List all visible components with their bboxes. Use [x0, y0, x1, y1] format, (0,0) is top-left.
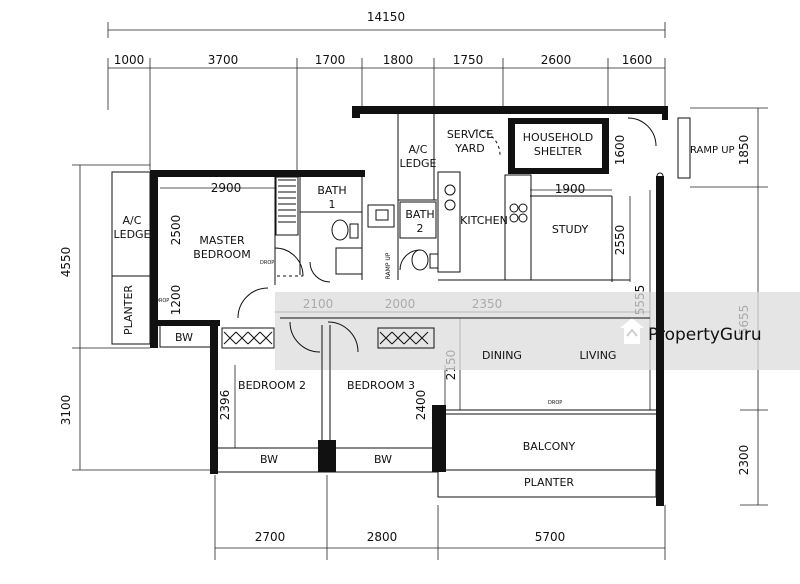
bath1-label-line1: BATH [317, 184, 346, 197]
dim-right-3: 2300 [737, 445, 751, 476]
bath2-label-line2: 2 [417, 222, 424, 235]
dim-bottom-3: 5700 [535, 530, 566, 544]
dim-top-3: 1700 [315, 53, 346, 67]
dimension-labels: 14150 1000 3700 1700 1800 1750 2600 1600… [59, 10, 751, 544]
drop-label-balcony: DROP [548, 400, 562, 406]
dim-master-lower: 1200 [169, 285, 183, 316]
ac-ledge-top-label-line1: A/C [409, 143, 428, 156]
toilet-icon [331, 219, 349, 241]
bw-bedroom2-label: BW [260, 453, 278, 466]
ramp-up-label: RAMP UP [690, 145, 735, 156]
service-yard-label-line2: YARD [454, 142, 485, 155]
dim-top-7: 1600 [622, 53, 653, 67]
dim-left-2: 3100 [59, 395, 73, 426]
bath1-label-line2: 1 [329, 198, 336, 211]
dim-right-1: 1850 [737, 135, 751, 166]
stove-burner-icon [518, 203, 528, 213]
service-yard-label-line1: SERVICE [447, 128, 493, 141]
dim-shelter-depth: 1600 [613, 135, 627, 166]
dim-master-width: 2900 [211, 181, 242, 195]
stove-burner-icon [509, 203, 519, 213]
wardrobe-icon [223, 331, 273, 345]
planter-bottom-label: PLANTER [524, 476, 574, 489]
drop-label-master: DROP [260, 260, 274, 266]
study-label: STUDY [552, 223, 589, 236]
toilet-icon [411, 249, 429, 271]
household-shelter-label-line2: SHELTER [534, 145, 582, 158]
dim-bottom-2: 2800 [367, 530, 398, 544]
sink-icon [444, 199, 456, 211]
bedroom2-label: BEDROOM 2 [238, 379, 306, 392]
ac-ledge-top-label-line2: LEDGE [399, 157, 436, 170]
dim-top-6: 2600 [541, 53, 572, 67]
dim-top-5: 1750 [453, 53, 484, 67]
dim-bedroom3-depth: 2400 [414, 390, 428, 421]
basin-icon [375, 209, 389, 221]
door-swings [237, 117, 657, 353]
master-bedroom-label-line1: MASTER [199, 234, 245, 247]
ac-ledge-left-label-line1: A/C [123, 214, 142, 227]
walls [150, 106, 668, 506]
interior-lines [111, 112, 691, 498]
dim-bottom-1: 2700 [255, 530, 286, 544]
watermark: PropertyGuru [275, 292, 800, 370]
room-labels: A/C LEDGE PLANTER BW MASTER BEDROOM BATH… [113, 128, 734, 489]
bedroom3-label: BEDROOM 3 [347, 379, 415, 392]
dim-top-4: 1800 [383, 53, 414, 67]
dim-top-1: 1000 [114, 53, 145, 67]
household-shelter-label-line1: HOUSEHOLD [523, 131, 593, 144]
watermark-text: PropertyGuru [648, 325, 762, 345]
dining-label: DINING [482, 349, 522, 362]
planter-left-label: PLANTER [122, 285, 135, 335]
wardrobe-icon [379, 331, 429, 345]
kitchen-label: KITCHEN [460, 214, 508, 227]
dim-top-2: 3700 [208, 53, 239, 67]
stove-burner-icon [509, 213, 519, 223]
dim-study-depth: 2550 [613, 225, 627, 256]
toilet-tank-icon [349, 223, 359, 239]
bath2-label-line1: BATH [405, 208, 434, 221]
fixtures [223, 172, 664, 345]
living-label: LIVING [580, 349, 617, 362]
bw-bedroom3-label: BW [374, 453, 392, 466]
stove-burner-icon [518, 213, 528, 223]
bw-master-label: BW [175, 331, 193, 344]
dim-bedroom2-depth: 2396 [218, 390, 232, 421]
drop-label-planter: DROP [155, 298, 169, 304]
dim-master-depth: 2500 [169, 215, 183, 246]
ramp-up-bath-label: RAMP UP [385, 252, 392, 279]
dim-left-1: 4550 [59, 247, 73, 278]
wardrobe-icon [278, 179, 296, 223]
balcony-label: BALCONY [523, 440, 576, 453]
ac-ledge-left-label-line2: LEDGE [113, 228, 150, 241]
dim-study-width: 1900 [555, 182, 586, 196]
sink-icon [444, 184, 456, 196]
dim-overall: 14150 [367, 10, 405, 24]
toilet-tank-icon [429, 253, 439, 269]
propertyguru-logo-icon [620, 318, 644, 344]
master-bedroom-label-line2: BEDROOM [193, 248, 250, 261]
